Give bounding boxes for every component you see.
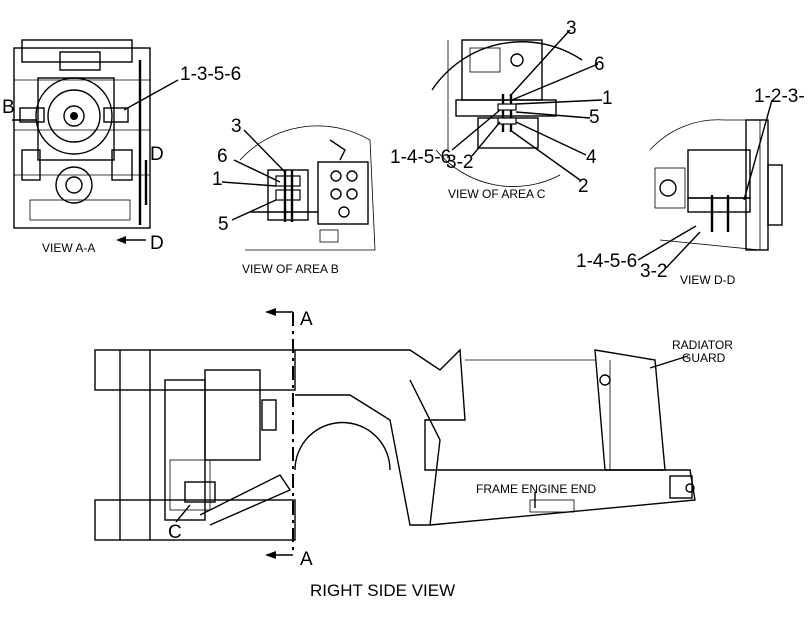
view-a-marker-d-bottom: D: [150, 233, 164, 254]
area-b-caption: VIEW OF AREA B: [242, 262, 339, 276]
area-c-callout-2: 2: [578, 176, 589, 197]
right-side-view-drawing: [94, 308, 696, 559]
area-b-callout-1: 1: [212, 169, 223, 190]
area-b-callout-6: 6: [217, 146, 228, 167]
view-a-caption: VIEW A-A: [42, 241, 95, 255]
right-side-section-top: A: [300, 309, 313, 330]
area-c-callout-4: 4: [586, 147, 597, 168]
view-d-caption: VIEW D-D: [680, 273, 736, 287]
radiator-guard-label-line2: GUARD: [682, 351, 726, 365]
frame-engine-end-label: FRAME ENGINE END: [476, 482, 596, 496]
right-side-marker-c: C: [168, 522, 182, 543]
area-b-callout-3: 3: [231, 116, 242, 137]
area-b-callout-5: 5: [218, 214, 229, 235]
view-d-callout-1-4-5-6: 1-4-5-6: [576, 251, 637, 272]
view-a-a-drawing: [12, 39, 179, 244]
area-c-callout-3: 3: [566, 18, 577, 39]
view-d-d-drawing: [637, 99, 783, 269]
right-side-section-bottom: A: [300, 549, 313, 570]
area-c-drawing: [431, 29, 603, 187]
area-c-callout-3-2: 3-2: [446, 152, 473, 173]
radiator-guard-label-line1: RADIATOR: [672, 338, 733, 352]
area-c-callout-1-4-5-6: 1-4-5-6: [390, 147, 451, 168]
area-b-drawing: [221, 125, 376, 251]
view-d-callout-top: 1-2-3-: [754, 86, 805, 107]
area-c-callout-5: 5: [589, 107, 600, 128]
view-a-marker-b: B: [2, 97, 15, 118]
area-c-caption: VIEW OF AREA C: [448, 187, 546, 201]
view-d-callout-3-2: 3-2: [640, 261, 667, 282]
view-a-marker-d-top: D: [150, 144, 164, 165]
right-side-view-caption: RIGHT SIDE VIEW: [310, 581, 455, 600]
area-c-callout-6: 6: [594, 54, 605, 75]
area-c-callout-1: 1: [602, 88, 613, 109]
view-a-callout: 1-3-5-6: [180, 64, 241, 85]
